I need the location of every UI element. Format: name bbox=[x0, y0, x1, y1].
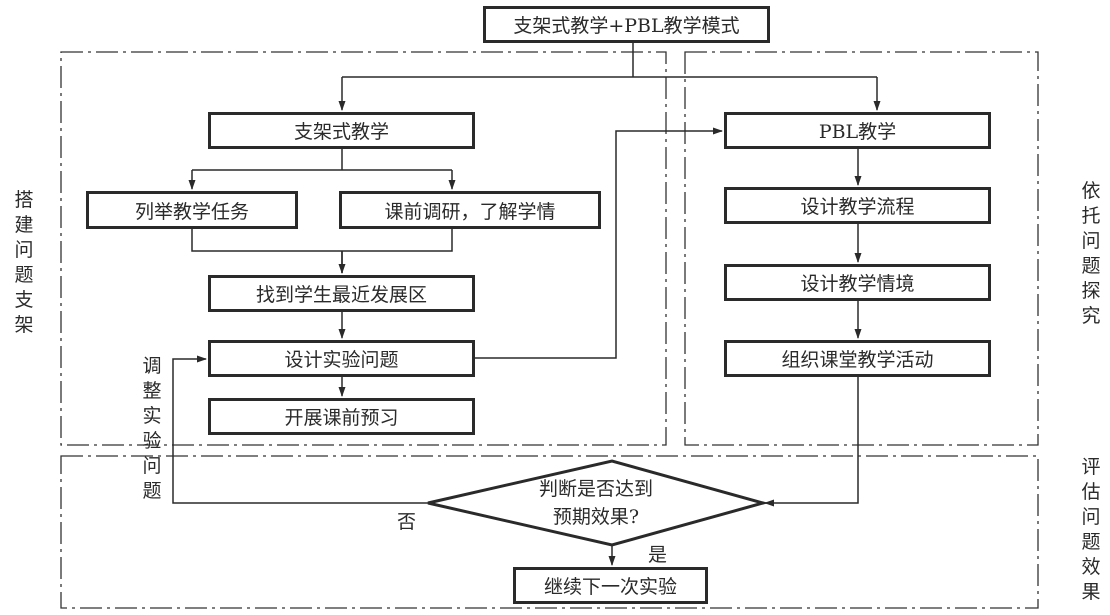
edge-organize-to-decision bbox=[764, 377, 859, 507]
decision-line-1: 判断是否达到 bbox=[538, 478, 653, 500]
node-design-question: 设计实验问题 bbox=[208, 340, 475, 377]
node-design-flow: 设计教学流程 bbox=[724, 187, 991, 224]
node-design-context: 设计教学情境 bbox=[724, 264, 991, 301]
node-scaffold-teaching: 支架式教学 bbox=[208, 112, 475, 149]
decision-diamond bbox=[427, 459, 769, 547]
feedback-label: 调整实验问题 bbox=[142, 355, 162, 502]
title-box: 支架式教学+PBL教学模式 bbox=[483, 6, 770, 43]
region-label-scaffold: 搭建问题支架 bbox=[14, 189, 34, 336]
decision-text: 判断是否达到 预期效果? bbox=[478, 475, 714, 531]
node-organize: 组织课堂教学活动 bbox=[724, 340, 991, 377]
edge-no-feedback bbox=[172, 355, 428, 504]
no-label: 否 bbox=[397, 511, 417, 533]
node-preview: 开展课前预习 bbox=[208, 398, 475, 435]
edge-title-split bbox=[342, 42, 877, 78]
region-scaffold-frame bbox=[60, 51, 667, 446]
node-pbl-teaching: PBL教学 bbox=[724, 112, 991, 149]
edge-merge bbox=[191, 228, 453, 273]
region-evaluation-frame bbox=[60, 455, 1039, 609]
yes-label: 是 bbox=[648, 544, 668, 566]
region-label-pbl: 依托问题探究 bbox=[1081, 180, 1101, 327]
edge-scaffold-split bbox=[192, 148, 452, 171]
edge-design-to-pbl bbox=[474, 127, 723, 359]
node-next-experiment: 继续下一次实验 bbox=[513, 567, 708, 604]
node-task-list: 列举教学任务 bbox=[86, 191, 298, 229]
region-label-evaluation: 评估问题效果 bbox=[1081, 456, 1101, 603]
decision-line-2: 预期效果? bbox=[552, 506, 640, 528]
node-zpd: 找到学生最近发展区 bbox=[208, 275, 475, 312]
node-survey: 课前调研，了解学情 bbox=[339, 191, 601, 229]
region-pbl-frame bbox=[684, 51, 1039, 446]
